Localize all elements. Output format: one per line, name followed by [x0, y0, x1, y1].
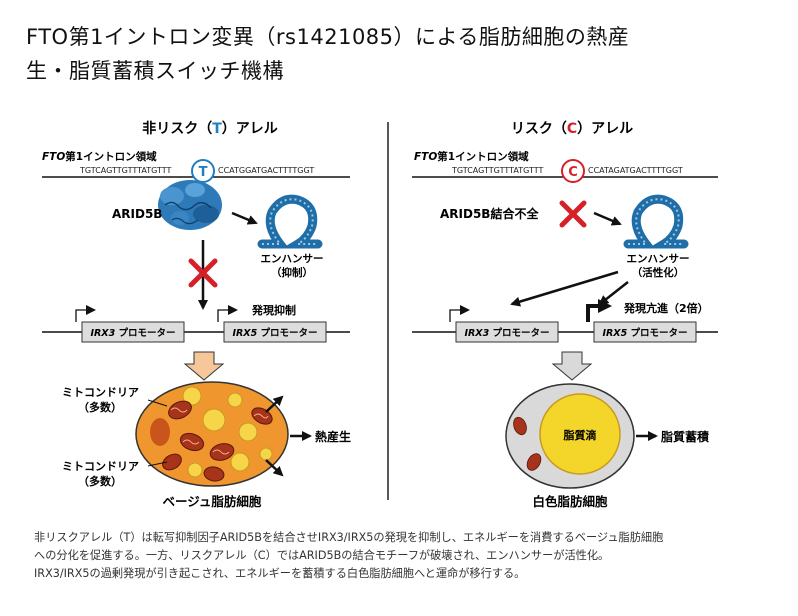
right-irx3-promoter-box: [455, 321, 559, 343]
left-enhancer-label: エンハンサー: [261, 253, 324, 265]
right-droplet-label: 脂質滴: [563, 428, 597, 442]
right-irx5-promoter-label: IRX5 プロモーター: [602, 327, 687, 339]
right-cell-label: 白色脂肪細胞: [532, 494, 608, 509]
white-adipocyte-icon: [505, 383, 635, 489]
caption-line-1: 非リスクアレル（T）は転写抑制因子ARID5Bを結合させIRX3/IRX5の発現…: [34, 531, 664, 544]
left-mito-count-1: （多数）: [78, 400, 122, 414]
left-irx3-promoter-box: [81, 321, 185, 343]
heat-arrow-up: [265, 395, 284, 413]
left-enhancer-loop-icon: [257, 194, 323, 249]
right-protein-label: ARID5B結合不全: [440, 206, 539, 221]
left-protein-label: ARID5B: [112, 207, 162, 221]
left-mito-label-1: ミトコンドリア: [62, 386, 139, 399]
left-panel: 非リスク（T）アレル FTO第1イントロン領域 TGTCAGTTGTTTATGT…: [42, 120, 351, 509]
right-output-label: 脂質蓄積: [660, 429, 710, 444]
left-irx5-tss-arrow: [217, 305, 238, 322]
right-seq-left: TGTCAGTTGTTTATGTTT: [451, 166, 544, 175]
left-fate-arrow: [183, 351, 225, 381]
left-mito-count-2: （多数）: [78, 474, 122, 488]
left-block-x-icon: [188, 258, 218, 288]
left-seq-right: CCATGGATGACTTTTGGT: [218, 166, 314, 175]
left-output-label: 熱産生: [315, 429, 351, 444]
right-region-label: FTO第1イントロン領域: [414, 150, 529, 163]
left-seq-left: TGTCAGTTGTTTATGTTT: [79, 166, 172, 175]
left-region-label: FTO第1イントロン領域: [42, 150, 157, 163]
left-irx5-promoter-box: [223, 321, 327, 343]
left-cell-label: ベージュ脂肪細胞: [163, 494, 262, 509]
left-mito-pointer-1: [147, 399, 168, 407]
right-irx3-tss-arrow: [449, 305, 470, 322]
right-fate-arrow: [551, 351, 593, 381]
left-expression-label: 発現抑制: [251, 303, 296, 317]
left-irx3-tss-arrow: [75, 305, 96, 322]
left-irx5-promoter-label: IRX5 プロモーター: [232, 327, 317, 339]
heat-arrow-down: [265, 459, 284, 477]
beige-adipocyte-icon: [135, 381, 289, 487]
right-activate-irx5-arrow: [598, 281, 629, 306]
right-binding-fail-x-icon: [559, 200, 587, 228]
right-expression-label: 発現亢進（2倍）: [623, 301, 709, 315]
left-mito-label-2: ミトコンドリア: [62, 460, 139, 473]
left-enhancer-state: （抑制）: [271, 266, 313, 279]
right-enhancer-state: （活性化）: [632, 266, 685, 279]
caption-line-2: への分化を促進する。一方、リスクアレル（C）ではARID5Bの結合モチーフが破壊…: [34, 549, 610, 562]
right-activate-irx3-arrow: [510, 270, 619, 307]
right-panel: リスク（C）アレル FTO第1イントロン領域 TGTCAGTTGTTTATGTT…: [412, 121, 718, 509]
figure-caption: 非リスクアレル（T）は転写抑制因子ARID5Bを結合させIRX3/IRX5の発現…: [34, 529, 774, 583]
right-enhancer-loop-icon: [623, 194, 689, 249]
mechanism-diagram: 非リスク（T）アレル FTO第1イントロン領域 TGTCAGTTGTTTATGT…: [42, 120, 718, 509]
right-to-enhancer-arrow: [593, 211, 622, 226]
right-enhancer-label: エンハンサー: [627, 253, 690, 265]
right-allele-marker: [561, 159, 585, 183]
right-irx5-tss-arrow-strong: [586, 299, 612, 322]
caption-line-3: IRX3/IRX5の過剰発現が引き起こされ、エネルギーを蓄積する白色脂肪細胞へと…: [34, 567, 526, 580]
title-line-2: 生・脂質蓄積スイッチ機構: [26, 59, 284, 83]
right-heading: リスク（C）アレル: [511, 121, 633, 137]
left-protein-to-enhancer-arrow: [231, 211, 258, 225]
right-seq-right: CCATAGATGACTTTTGGT: [588, 166, 683, 175]
right-allele-letter: C: [568, 165, 578, 180]
left-heading: 非リスク（T）アレル: [142, 120, 278, 137]
left-mito-pointer-2: [147, 461, 168, 467]
left-irx3-promoter-label: IRX3 プロモーター: [90, 327, 175, 339]
left-allele-letter: T: [199, 165, 208, 180]
arid5b-protein-icon: [158, 180, 222, 230]
left-allele-marker: [191, 159, 215, 183]
right-irx5-promoter-box: [593, 321, 697, 343]
right-irx3-promoter-label: IRX3 プロモーター: [464, 327, 549, 339]
title-line-1: FTO第1イントロン変異（rs1421085）による脂肪細胞の熱産: [26, 25, 630, 49]
page-title: FTO第1イントロン変異（rs1421085）による脂肪細胞の熱産 生・脂質蓄積…: [26, 20, 766, 88]
